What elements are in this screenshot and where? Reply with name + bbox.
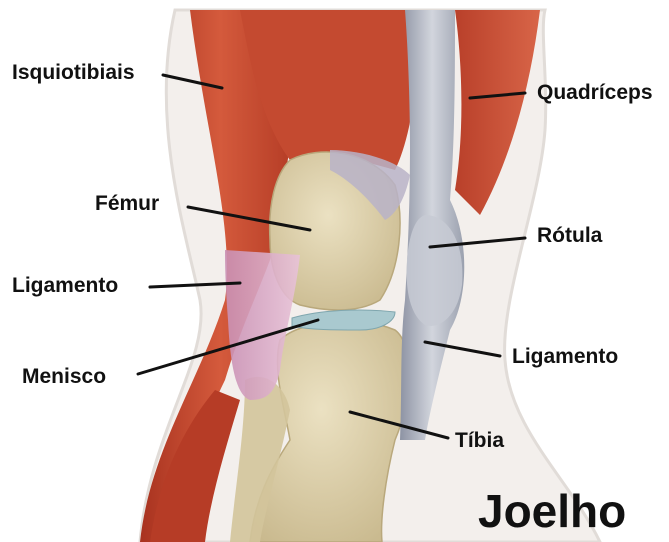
diagram-title: Joelho <box>478 488 626 534</box>
label-hamstrings: Isquiotibiais <box>12 62 135 83</box>
label-ligament-left: Ligamento <box>12 275 118 296</box>
label-quadriceps: Quadríceps <box>537 82 653 103</box>
label-tibia: Tíbia <box>455 430 504 451</box>
label-patella: Rótula <box>537 225 602 246</box>
label-ligament-right: Ligamento <box>512 346 618 367</box>
label-femur: Fémur <box>95 193 159 214</box>
label-meniscus: Menisco <box>22 366 106 387</box>
